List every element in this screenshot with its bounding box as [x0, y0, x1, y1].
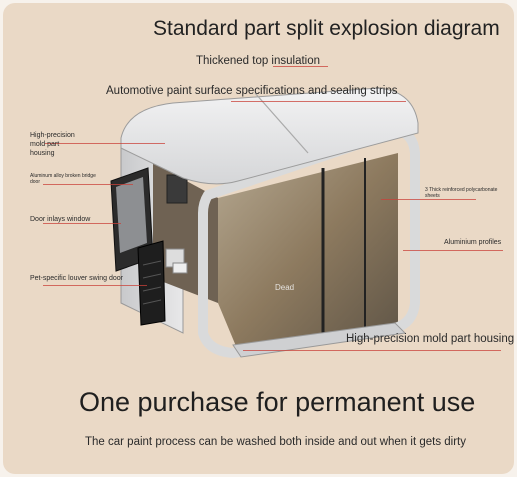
headline: One purchase for permanent use	[79, 387, 476, 417]
leader-line	[43, 285, 147, 286]
pet-bowl	[172, 262, 188, 274]
roof-seam	[254, 92, 309, 154]
leader-line	[381, 199, 476, 200]
leader-line	[43, 184, 133, 185]
capsule-house-illustration	[110, 87, 420, 358]
diagram-title: Standard part split explosion diagram	[153, 17, 500, 40]
pet-door-louver	[142, 260, 162, 305]
label-polycarbonate-sheets: 3 Thick reinforced polycarbonate sheets	[425, 187, 498, 199]
label-mold-housing-bottom: High-precision mold part housing	[346, 333, 514, 345]
glass-front	[218, 153, 398, 351]
roof-shell	[120, 87, 419, 185]
leader-line	[45, 143, 165, 144]
leader-line	[43, 223, 121, 224]
label-mold-housing-left: High-precision mold part housing	[30, 132, 75, 157]
label-aluminium-profiles: Aluminium profiles	[444, 239, 502, 246]
subtext: The car paint process can be washed both…	[85, 436, 467, 448]
leader-line	[273, 66, 328, 67]
pet-door-panel	[137, 240, 166, 326]
label-pet-louver-door: Pet-specific louver swing door	[30, 275, 123, 282]
leader-line	[403, 250, 503, 251]
diagram-card: Standard part split explosion diagram	[3, 3, 514, 474]
overlay-watermark-text: Dead	[275, 283, 295, 292]
door-glass	[116, 177, 147, 253]
label-paint-sealing-strips: Automotive paint surface specifications …	[106, 85, 398, 97]
leader-line	[231, 101, 406, 102]
floor-plate	[232, 322, 407, 358]
label-door-inlays-window: Door inlays window	[30, 216, 91, 223]
label-aluminium-bridge-door: Aluminum alloy broken bridge door	[30, 173, 96, 185]
leader-line	[243, 350, 501, 351]
side-window	[166, 174, 188, 204]
label-thickened-top-insulation: Thickened top insulation	[196, 55, 321, 67]
